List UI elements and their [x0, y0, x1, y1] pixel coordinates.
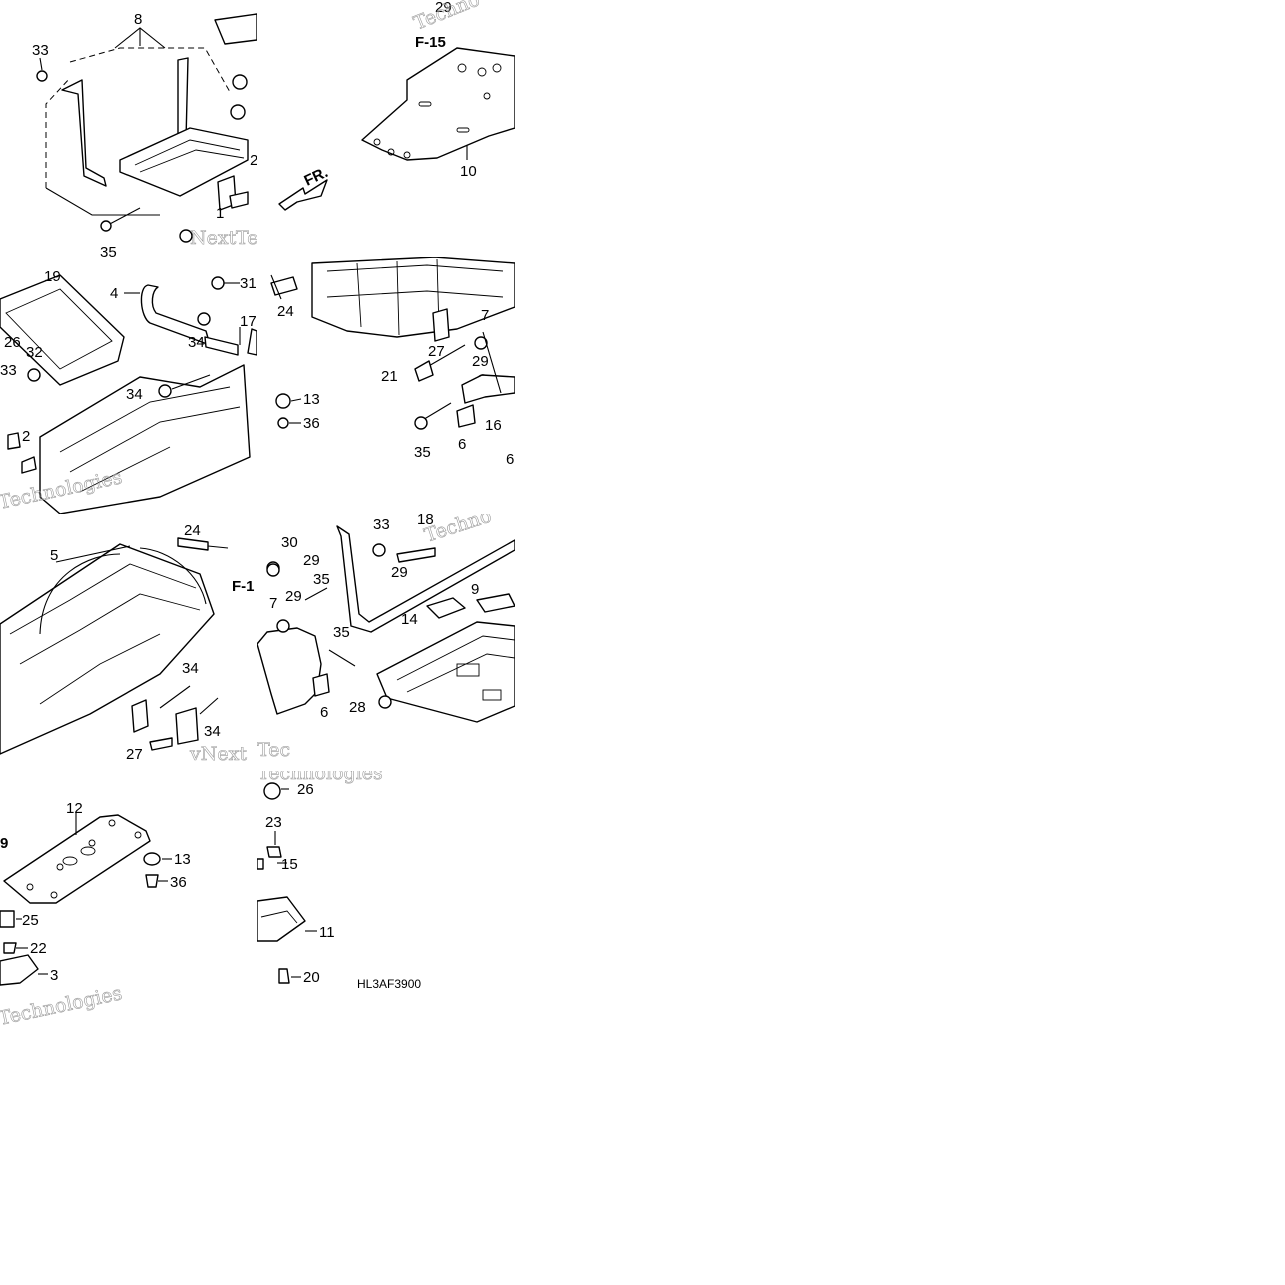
callout-26: 26 [4, 334, 21, 351]
watermark-text: vNext [189, 743, 247, 765]
front-marker: FR. [302, 164, 331, 190]
callout-29: 29 [285, 588, 302, 605]
callout-19: 19 [44, 268, 61, 285]
callout-35: 35 [414, 444, 431, 461]
callout-30: 30 [281, 534, 298, 551]
callout-33: 33 [32, 42, 49, 59]
callout-29: 29 [391, 564, 408, 581]
callout-6: 6 [458, 436, 466, 453]
callout-36: 36 [170, 874, 187, 891]
callout-29: 29 [472, 353, 489, 370]
fasteners-drawing: 26 23 15 11 20 HL3AF3900 Technologies [257, 771, 421, 991]
page-ref-9: 9 [0, 835, 8, 852]
tile-rear-guard: 18 33 30 29 29 35 7 29 9 14 35 6 28 Tec … [257, 514, 515, 771]
callout-35: 35 [313, 571, 330, 588]
callout-7: 7 [269, 595, 277, 612]
callout-18: 18 [417, 514, 434, 528]
callout-35: 35 [333, 624, 350, 641]
callout-3: 3 [50, 967, 58, 984]
callout-13: 13 [303, 391, 320, 408]
callout-29: 29 [303, 552, 320, 569]
callout-4: 4 [110, 285, 118, 302]
callout-13: 13 [174, 851, 191, 868]
callout-34: 34 [182, 660, 199, 677]
callout-11: 11 [319, 924, 335, 941]
callout-34: 34 [204, 723, 221, 740]
tile-fasteners: 26 23 15 11 20 HL3AF3900 Technologies [257, 771, 515, 1028]
tile-frame-mount: 24 7 27 29 21 16 35 6 6 13 36 [257, 257, 515, 514]
callout-36: 36 [303, 415, 320, 432]
callout-34: 34 [188, 334, 205, 351]
callout-17: 17 [240, 313, 257, 330]
callout-24: 24 [277, 303, 294, 320]
watermark-text: Tec [236, 227, 257, 249]
center-plate-drawing: 12 13 9 36 25 22 3 Technologies [0, 800, 191, 1028]
callout-34: 34 [126, 386, 143, 403]
callout-6: 6 [506, 451, 514, 468]
callout-10: 10 [460, 163, 477, 180]
callout-24: 24 [184, 522, 201, 539]
watermark-text: Technologies [257, 771, 383, 784]
callout-2: 2 [250, 152, 257, 169]
callout-27: 27 [428, 343, 445, 360]
callout-35: 35 [100, 244, 117, 257]
front-guard-drawing: 8 33 35 1 2 Next Tec [32, 11, 257, 257]
callout-29: 29 [435, 0, 452, 16]
callout-32: 32 [26, 344, 43, 361]
callout-27: 27 [126, 746, 143, 763]
callout-33: 33 [0, 362, 17, 379]
callout-14: 14 [401, 611, 418, 628]
callout-31: 31 [240, 275, 257, 292]
callout-25: 25 [22, 912, 39, 929]
callout-1: 1 [216, 205, 224, 222]
watermark-text: Next [190, 227, 237, 249]
page-ref-f1: F-1 [232, 578, 255, 595]
diagram-code: HL3AF3900 [357, 977, 421, 991]
callout-33: 33 [373, 516, 390, 533]
callout-12: 12 [66, 800, 83, 817]
callout-22: 22 [30, 940, 47, 957]
watermark-text: Techno [411, 0, 483, 35]
callout-9: 9 [471, 581, 479, 598]
watermark-text: Technologies [0, 982, 124, 1028]
callout-5: 5 [50, 547, 58, 564]
watermark-text: Tec [257, 739, 290, 761]
tile-rear-carrier: 19 4 31 26 32 33 34 17 34 2 Technologies [0, 257, 257, 514]
callout-7: 7 [481, 307, 489, 324]
tile-center-plate: 12 13 9 36 25 22 3 Technologies [0, 771, 257, 1028]
callout-8: 8 [134, 11, 142, 28]
callout-2: 2 [22, 428, 30, 445]
callout-21: 21 [381, 368, 398, 385]
callout-26: 26 [297, 781, 314, 798]
callout-6: 6 [320, 704, 328, 721]
rear-carrier-drawing: 19 4 31 26 32 33 34 17 34 2 Technologies [0, 268, 257, 514]
main-frame-drawing: 24 5 F-1 34 34 27 vNext [0, 522, 255, 765]
page-ref-f15: F-15 [415, 34, 446, 51]
skid-plate-drawing: 29 F-15 10 FR. Techno [278, 0, 515, 211]
callout-15: 15 [281, 856, 298, 873]
tile-skid-plate: 29 F-15 10 FR. Techno [257, 0, 515, 257]
frame-mount-drawing: 24 7 27 29 21 16 35 6 6 13 36 [270, 257, 515, 468]
callout-20: 20 [303, 969, 320, 986]
rear-guard-drawing: 18 33 30 29 29 35 7 29 9 14 35 6 28 Tec … [257, 514, 515, 761]
tile-main-frame: 24 5 F-1 34 34 27 vNext [0, 514, 257, 771]
callout-23: 23 [265, 814, 282, 831]
tile-front-guard: 8 33 35 1 2 Next Tec [0, 0, 257, 257]
callout-28: 28 [349, 699, 366, 716]
callout-16: 16 [485, 417, 502, 434]
